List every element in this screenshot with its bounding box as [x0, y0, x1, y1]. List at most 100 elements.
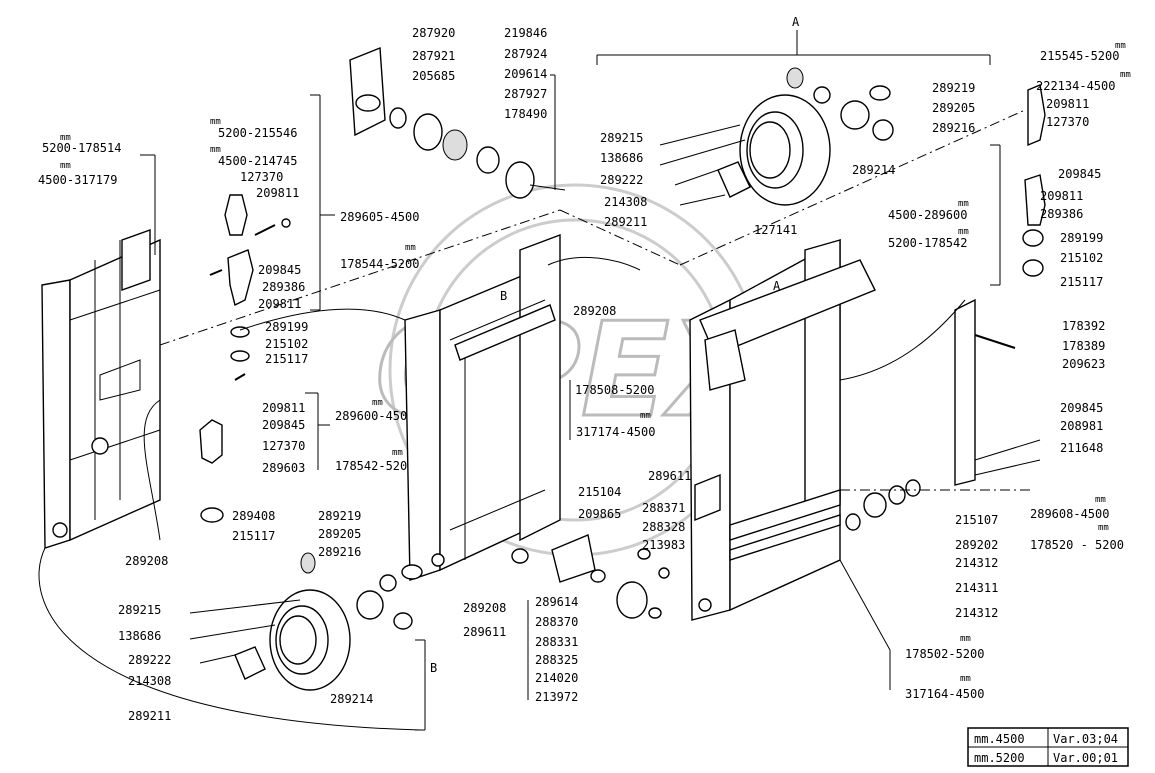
part-number-label: 222134-4500	[1036, 79, 1115, 93]
part-number-label: 138686	[600, 151, 643, 165]
right-frame-callouts: A 289611	[648, 279, 781, 483]
part-number-label: 289222	[128, 653, 171, 667]
part-number-label: 215102	[265, 337, 308, 351]
part-number-label: 289208	[125, 554, 168, 568]
part-number-label: B	[500, 289, 507, 303]
part-number-label: 5200-178514	[42, 141, 121, 155]
part-number-label: 209845	[1058, 167, 1101, 181]
right-carriage-frame	[689, 238, 876, 621]
part-number-label: 289208	[463, 601, 506, 615]
part-number-label: 127370	[262, 439, 305, 453]
part-number-label: 289608-4500	[1030, 507, 1109, 521]
table-row2-mm: mm.5200	[974, 751, 1025, 765]
part-number-label: 213983	[642, 538, 685, 552]
part-number-label: A	[792, 15, 800, 29]
part-number-label: 4500-214745	[218, 154, 297, 168]
leader-lines	[38, 124, 1041, 731]
part-number-label: 289219	[318, 509, 361, 523]
part-number-label: 208981	[1060, 419, 1103, 433]
part-number-label: 289386	[262, 280, 305, 294]
part-number-label: 289211	[128, 709, 171, 723]
part-number-label: 214308	[604, 195, 647, 209]
part-number-label: 5200-178542	[888, 236, 967, 250]
part-number-label: A	[773, 279, 781, 293]
part-number-label: 127141	[754, 223, 797, 237]
top-roller-assembly	[349, 46, 566, 199]
part-number-label: mm	[392, 448, 403, 458]
part-number-label: 288331	[535, 635, 578, 649]
part-number-label: 215117	[265, 352, 308, 366]
part-number-label: 289215	[600, 131, 643, 145]
left-mast-rail	[41, 229, 161, 549]
part-number-label: 178502-5200	[905, 647, 984, 661]
part-number-label: 289208	[573, 304, 616, 318]
part-number-label: 288325	[535, 653, 578, 667]
top-roller-callouts: 287920 287921 205685 219846 287924 20961…	[412, 26, 556, 190]
part-number-label: 178389	[1062, 339, 1105, 353]
part-number-label: 211648	[1060, 441, 1103, 455]
part-number-label: 205685	[412, 69, 455, 83]
part-number-label: 4500-289600	[888, 208, 967, 222]
part-number-label: 209845	[258, 263, 301, 277]
part-number-label: 289408	[232, 509, 275, 523]
part-number-label: 289211	[604, 215, 647, 229]
part-number-label: mm	[60, 133, 71, 143]
part-number-label: 288328	[642, 520, 685, 534]
part-number-label: 209811	[262, 401, 305, 415]
part-number-label: 178544-5200	[340, 257, 419, 271]
part-number-label: mm	[210, 117, 221, 127]
part-number-label: 317164-4500	[905, 687, 984, 701]
part-number-label: 209623	[1062, 357, 1105, 371]
part-number-label: 287927	[504, 87, 547, 101]
part-number-label: mm	[960, 674, 971, 684]
part-number-label: 215545-5200	[1040, 49, 1119, 63]
bottom-left-callouts: 289219 289205 289216 289215 138686 28922…	[118, 509, 437, 731]
part-number-label: mm	[60, 161, 71, 171]
part-number-label: mm	[1095, 495, 1106, 505]
part-number-label: mm	[1120, 70, 1131, 80]
part-number-label: 287924	[504, 47, 547, 61]
left-callouts: mm 5200-178514 mm 4500-317179 mm 5200-21…	[38, 94, 419, 568]
part-number-label: 289214	[852, 163, 895, 177]
part-number-label: 289386	[1040, 207, 1083, 221]
top-right-roller	[717, 67, 894, 206]
part-number-label: 178508-5200	[575, 383, 654, 397]
right-hardware	[845, 84, 1046, 531]
part-number-label: mm	[1115, 41, 1126, 51]
part-number-label: 289199	[1060, 231, 1103, 245]
part-number-label: 289222	[600, 173, 643, 187]
part-number-label: 178520 - 5200	[1030, 538, 1124, 552]
part-number-label: 289205	[318, 527, 361, 541]
center-bottom-callouts: 215104 288371 209865 288328 213983 28920…	[463, 485, 685, 704]
part-number-label: 215117	[232, 529, 275, 543]
part-number-label: 289199	[265, 320, 308, 334]
part-number-label: 214312	[955, 556, 998, 570]
part-number-label: 289216	[318, 545, 361, 559]
part-number-label: 138686	[118, 629, 161, 643]
right-callouts: mm 215545-5200 mm 222134-4500 209811 127…	[888, 41, 1131, 701]
center-callouts: 178508-5200 mm 317174-4500 B	[500, 289, 655, 440]
part-number-label: 209845	[262, 418, 305, 432]
part-number-label: 215102	[1060, 251, 1103, 265]
part-number-label: 289205	[932, 101, 975, 115]
part-number-label: 289202	[955, 538, 998, 552]
part-number-label: 288371	[642, 501, 685, 515]
part-number-label: 5200-215546	[218, 126, 297, 140]
part-number-label: 178490	[504, 107, 547, 121]
part-number-label: 288370	[535, 615, 578, 629]
part-number-label: 214312	[955, 606, 998, 620]
part-number-label: 289219	[932, 81, 975, 95]
part-number-label: 127370	[1046, 115, 1089, 129]
part-number-label: 287920	[412, 26, 455, 40]
part-number-label: 289611	[463, 625, 506, 639]
part-number-label: 289605-4500	[340, 210, 419, 224]
part-number-label: mm	[372, 398, 383, 408]
part-number-label: 289611	[648, 469, 691, 483]
part-number-label: 209811	[258, 297, 301, 311]
part-number-label: 4500-317179	[38, 173, 117, 187]
part-number-label: 209845	[1060, 401, 1103, 415]
table-row2-var: Var.00;01	[1053, 751, 1118, 765]
part-number-label: 214308	[128, 674, 171, 688]
part-number-label: 215117	[1060, 275, 1103, 289]
part-number-label: 127370	[240, 170, 283, 184]
